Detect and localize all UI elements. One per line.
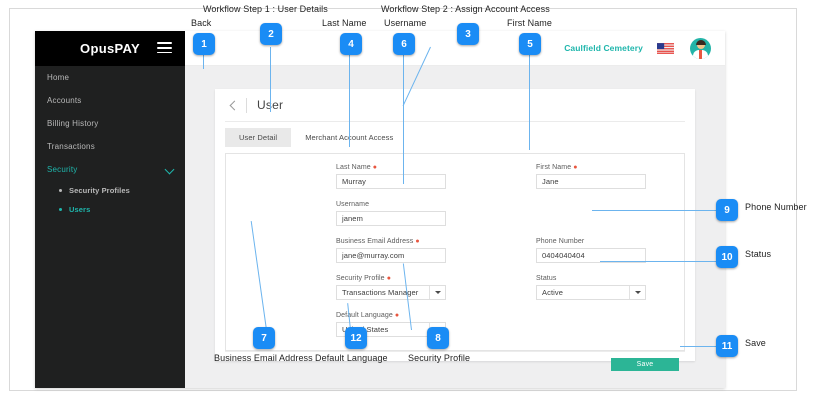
- application-window: OpusPAY Home Accounts Billing History Tr…: [35, 31, 725, 388]
- field-label: Default Language ●: [336, 312, 400, 319]
- save-button[interactable]: Save: [611, 358, 679, 371]
- bullet-icon: [59, 208, 62, 211]
- field-label: Security Profile ●: [336, 275, 392, 282]
- sidebar-item-label: Transactions: [47, 142, 95, 151]
- sidebar-item-security-profiles[interactable]: Security Profiles: [35, 181, 185, 200]
- page-title: User: [257, 98, 284, 112]
- sidebar-item-users[interactable]: Users: [35, 200, 185, 219]
- default-language-select[interactable]: United States: [336, 322, 446, 337]
- business-email-input[interactable]: jane@murray.com: [336, 248, 446, 263]
- field-business-email: Business Email Address ● jane@murray.com: [336, 238, 446, 263]
- merchant-name: Caulfield Cemetery: [564, 43, 643, 53]
- brand-logo: OpusPAY: [80, 41, 140, 56]
- field-label: Username: [336, 201, 370, 208]
- last-name-input[interactable]: Murray: [336, 174, 446, 189]
- field-username: Username janem: [336, 201, 446, 226]
- field-label: Business Email Address ●: [336, 238, 420, 245]
- divider: [225, 121, 685, 122]
- field-label: First Name ●: [536, 164, 578, 171]
- user-detail-form: Last Name ● Murray First Name ● Jane: [225, 153, 685, 351]
- required-marker: ●: [386, 275, 392, 282]
- tab-bar: User Detail Merchant Account Access: [215, 122, 695, 147]
- sidebar-subitem-label: Users: [69, 205, 91, 214]
- field-security-profile: Security Profile ● Transactions Manager: [336, 275, 446, 300]
- required-marker: ●: [394, 312, 400, 319]
- select-value: Active: [542, 288, 564, 297]
- sidebar-item-transactions[interactable]: Transactions: [35, 135, 185, 158]
- field-label: Phone Number: [536, 238, 585, 245]
- sidebar-item-security[interactable]: Security: [35, 158, 185, 181]
- field-label: Last Name ●: [336, 164, 378, 171]
- select-value: United States: [342, 325, 389, 334]
- sidebar-subitem-label: Security Profiles: [69, 186, 130, 195]
- brand-bar: OpusPAY: [35, 31, 185, 66]
- field-status: Status Active: [536, 275, 646, 300]
- bullet-icon: [59, 189, 62, 192]
- required-marker: ●: [573, 164, 578, 171]
- back-arrow-icon[interactable]: [227, 100, 238, 111]
- field-phone-number: Phone Number 0404040404: [536, 238, 646, 263]
- select-value: Transactions Manager: [342, 288, 419, 297]
- form-footer: Save: [225, 351, 685, 382]
- hamburger-icon[interactable]: [157, 42, 172, 54]
- field-last-name: Last Name ● Murray: [336, 164, 446, 189]
- required-marker: ●: [415, 238, 420, 245]
- username-input[interactable]: janem: [336, 211, 446, 226]
- sidebar: OpusPAY Home Accounts Billing History Tr…: [35, 31, 185, 388]
- field-label: Status: [536, 275, 557, 282]
- field-first-name: First Name ● Jane: [536, 164, 646, 189]
- first-name-input[interactable]: Jane: [536, 174, 646, 189]
- sidebar-item-accounts[interactable]: Accounts: [35, 89, 185, 112]
- sidebar-item-label: Billing History: [47, 119, 99, 128]
- tab-user-detail[interactable]: User Detail: [225, 128, 292, 147]
- phone-number-input[interactable]: 0404040404: [536, 248, 646, 263]
- required-marker: ●: [372, 164, 378, 171]
- sidebar-item-label: Home: [47, 73, 70, 82]
- page-card: User User Detail Merchant Account Access…: [215, 89, 695, 371]
- tab-merchant-account-access[interactable]: Merchant Account Access: [305, 133, 394, 142]
- page-header: User: [215, 89, 695, 121]
- sidebar-item-billing-history[interactable]: Billing History: [35, 112, 185, 135]
- sidebar-item-label: Security: [47, 165, 78, 174]
- sidebar-item-label: Accounts: [47, 96, 82, 105]
- chevron-down-icon: [429, 323, 445, 336]
- security-profile-select[interactable]: Transactions Manager: [336, 285, 446, 300]
- status-select[interactable]: Active: [536, 285, 646, 300]
- us-flag-icon: [657, 42, 674, 54]
- top-bar: Caulfield Cemetery: [185, 31, 725, 66]
- chevron-down-icon: [164, 164, 175, 175]
- avatar[interactable]: [690, 37, 711, 59]
- chevron-down-icon: [629, 286, 645, 299]
- main-content: User User Detail Merchant Account Access…: [185, 66, 725, 388]
- annotated-screenshot-frame: OpusPAY Home Accounts Billing History Tr…: [9, 8, 797, 391]
- divider: [246, 97, 247, 113]
- field-default-language: Default Language ● United States: [336, 312, 446, 337]
- chevron-down-icon: [429, 286, 445, 299]
- sidebar-item-home[interactable]: Home: [35, 66, 185, 89]
